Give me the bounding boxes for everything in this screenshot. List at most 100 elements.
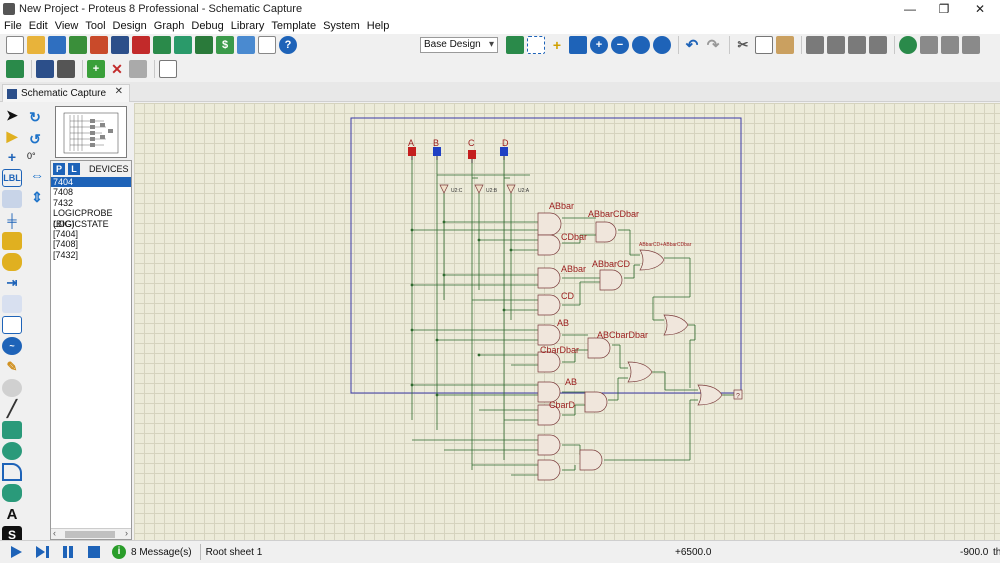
device-item[interactable]: 7432 <box>53 197 74 208</box>
device-pins-icon[interactable]: ⇥ <box>6 275 18 290</box>
input-B[interactable] <box>433 147 441 160</box>
menu-file[interactable]: File <box>4 20 22 32</box>
grid-toggle-icon[interactable] <box>527 36 545 54</box>
bom-icon[interactable] <box>195 36 213 54</box>
search-tag-icon[interactable] <box>36 60 54 78</box>
3d-viewer-icon[interactable] <box>174 36 192 54</box>
box-icon[interactable] <box>2 421 22 439</box>
text-icon[interactable]: A <box>6 505 18 523</box>
import-icon[interactable] <box>69 36 87 54</box>
decompose-icon[interactable] <box>962 36 980 54</box>
and-gate[interactable] <box>584 391 608 413</box>
minimize-button[interactable]: — <box>904 2 916 16</box>
scroll-left-icon[interactable]: ‹ <box>53 528 56 538</box>
or-gate[interactable] <box>639 249 665 271</box>
restore-button[interactable]: ❐ <box>938 2 950 16</box>
circle-icon[interactable] <box>2 442 22 460</box>
virtual-instruments-icon[interactable] <box>2 379 22 397</box>
menu-template[interactable]: Template <box>271 20 317 32</box>
schematic-canvas[interactable]: A B C D U2:C U2:B U2:A <box>134 103 1000 540</box>
and-gate[interactable] <box>537 212 562 236</box>
tab-schematic-capture[interactable]: Schematic Capture ✕ <box>2 84 130 102</box>
rotate-anticlockwise-icon[interactable]: ↺ <box>29 131 41 147</box>
cut-icon[interactable]: ✂ <box>737 37 749 52</box>
cost-icon[interactable]: $ <box>216 36 234 54</box>
undo-icon[interactable]: ↶ <box>685 37 699 54</box>
and-gate[interactable] <box>579 449 603 471</box>
bus-icon[interactable]: ╪ <box>7 212 17 228</box>
device-list-scrollbar[interactable]: ‹ › <box>51 528 131 539</box>
block-rotate-icon[interactable] <box>848 36 866 54</box>
block-move-icon[interactable] <box>827 36 845 54</box>
text-script-icon[interactable] <box>2 190 22 208</box>
design-select[interactable]: Base Design <box>420 37 498 53</box>
output-logic-probe[interactable]: ? <box>733 389 743 400</box>
new-file-icon[interactable] <box>6 36 24 54</box>
copy-icon[interactable] <box>755 36 773 54</box>
tab-close-icon[interactable]: ✕ <box>114 86 123 97</box>
and-gate[interactable] <box>537 324 561 346</box>
or-gate[interactable] <box>627 361 653 383</box>
device-item[interactable]: [7432] <box>53 249 79 260</box>
menu-edit[interactable]: Edit <box>28 20 48 32</box>
and-gate[interactable] <box>537 459 561 481</box>
menu-design[interactable]: Design <box>112 20 147 32</box>
and-gate[interactable] <box>587 337 611 359</box>
menu-view[interactable]: View <box>54 20 79 32</box>
help-icon[interactable]: ? <box>279 36 297 54</box>
pick-devices-button[interactable]: P <box>53 163 65 175</box>
pcb-layout-icon[interactable] <box>132 36 150 54</box>
device-item[interactable]: LOGICPROBE (BIG) <box>53 208 113 229</box>
rotate-clockwise-icon[interactable]: ↻ <box>29 109 41 125</box>
packaging-tool-icon[interactable] <box>941 36 959 54</box>
gerber-icon[interactable] <box>153 36 171 54</box>
menu-graph[interactable]: Graph <box>153 20 185 32</box>
remove-sheet-icon[interactable]: ✕ <box>111 60 123 77</box>
scrollbar-thumb[interactable] <box>65 531 115 538</box>
component-mode-icon[interactable]: ▶ <box>6 127 18 144</box>
electrical-rule-check-icon[interactable] <box>159 60 177 78</box>
graph-icon[interactable] <box>2 295 22 313</box>
selection-mode-icon[interactable]: ➤ <box>6 106 18 123</box>
pan-icon[interactable] <box>569 36 587 54</box>
device-item[interactable]: [7404] <box>53 228 79 239</box>
stop-button[interactable] <box>84 543 104 561</box>
step-button[interactable] <box>32 543 52 561</box>
zoom-out-icon[interactable]: − <box>611 36 629 54</box>
menu-help[interactable]: Help <box>366 20 390 32</box>
mirror-horizontal-icon[interactable]: ⇔ <box>30 167 44 183</box>
rotation-angle[interactable]: 0° <box>27 151 36 161</box>
menu-library[interactable]: Library <box>230 20 265 32</box>
scroll-right-icon[interactable]: › <box>125 528 128 538</box>
input-C[interactable] <box>468 150 476 163</box>
menu-system[interactable]: System <box>323 20 360 32</box>
and-gate[interactable] <box>537 234 561 256</box>
active-popup-icon[interactable] <box>2 316 22 334</box>
home-icon[interactable] <box>90 36 108 54</box>
pause-button[interactable] <box>58 543 78 561</box>
line-icon[interactable]: ╱ <box>7 401 17 418</box>
subcircuit-icon[interactable] <box>2 232 22 250</box>
origin-icon[interactable]: + <box>552 37 562 53</box>
property-assignment-icon[interactable] <box>57 60 75 78</box>
exit-to-parent-icon[interactable] <box>129 60 147 78</box>
new-sheet-icon[interactable]: + <box>87 60 105 78</box>
make-device-icon[interactable] <box>920 36 938 54</box>
zoom-all-icon[interactable] <box>632 36 650 54</box>
block-copy-icon[interactable] <box>806 36 824 54</box>
and-gate[interactable] <box>537 267 561 289</box>
or-gate[interactable] <box>663 314 689 336</box>
probe-icon[interactable]: ✎ <box>6 359 18 374</box>
inverter-gate[interactable] <box>474 184 484 194</box>
zoom-in-icon[interactable]: + <box>590 36 608 54</box>
wire-label-icon[interactable]: LBL <box>2 169 22 187</box>
arc-icon[interactable] <box>2 463 22 481</box>
schematic-icon[interactable] <box>111 36 129 54</box>
junction-dot-icon[interactable]: + <box>7 149 17 165</box>
inverter-gate[interactable] <box>506 184 516 194</box>
close-button[interactable]: ✕ <box>974 2 986 16</box>
notes-icon[interactable] <box>258 36 276 54</box>
device-item[interactable]: [7408] <box>53 239 79 250</box>
paste-icon[interactable] <box>776 36 794 54</box>
path-icon[interactable] <box>2 484 22 502</box>
